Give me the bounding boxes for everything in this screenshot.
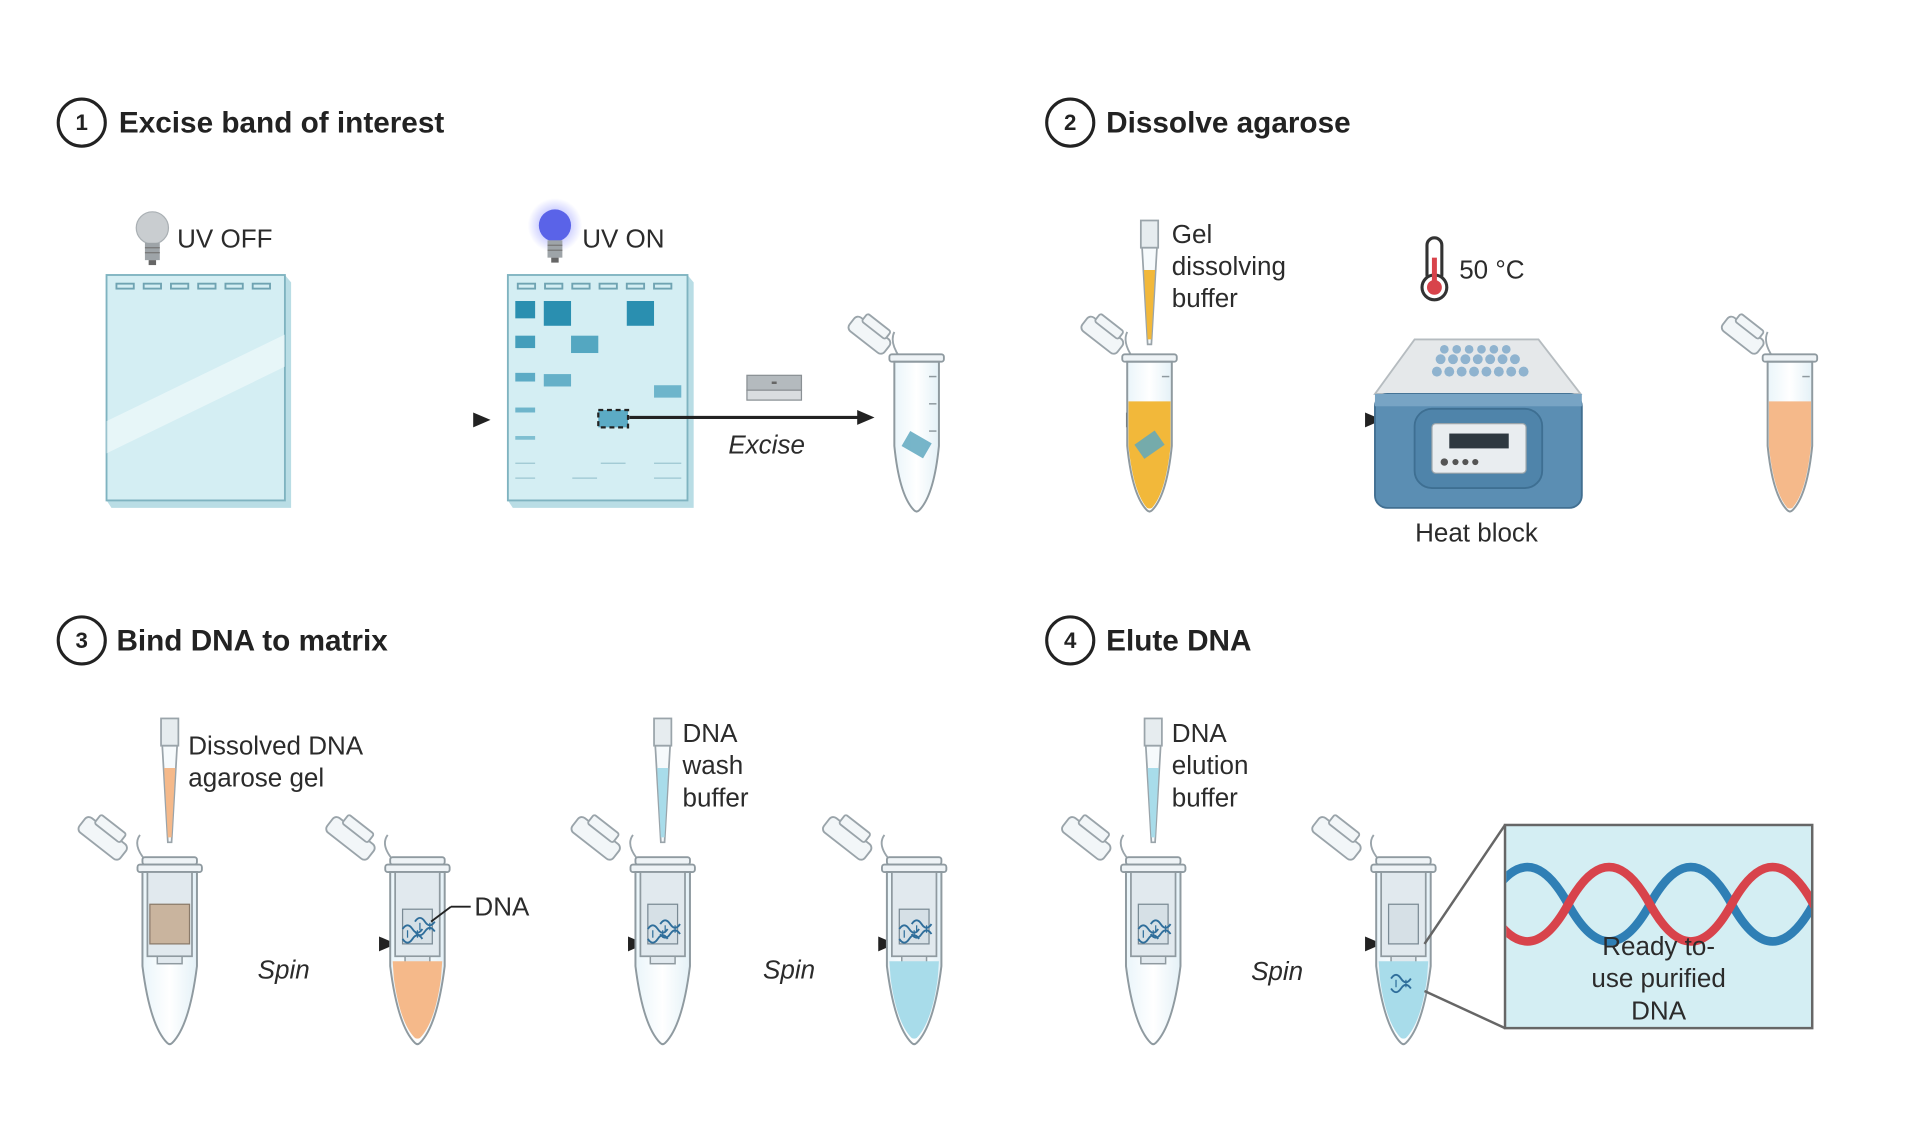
pipette-icon [1143,717,1163,844]
ready-label-line-3: DNA [1631,995,1687,1025]
elution-label-line-2: elution [1172,750,1249,780]
uv-on-label: UV ON [582,224,664,254]
excise-arrow [629,410,875,425]
zoom-callout: Ready to- use purified DNA [1423,823,1814,1030]
spin-column-icon [568,807,696,1046]
step-number: 3 [76,628,88,653]
spin-label: Spin [1251,956,1303,986]
excise-label: Excise [728,429,805,459]
light-bulb-off-icon [135,211,170,266]
step-number-badge [56,97,107,148]
step-number: 2 [1064,110,1076,135]
spin-column-icon [1059,807,1187,1046]
dissolved-label-line-2: agarose gel [188,763,324,793]
gel-uv-off [105,274,292,508]
arrow [710,934,898,953]
step-2-header: 2 Dissolve agarose [1045,97,1351,148]
elution-label-line-3: buffer [1172,782,1238,812]
ready-label-line-1: Ready to- [1602,931,1715,961]
arrow [211,934,398,953]
step-1-header: 1 Excise band of interest [56,97,444,148]
dna-label: DNA [474,891,530,921]
light-bulb-on-icon [527,198,583,263]
gel-uv-on [506,274,694,508]
heat-block-label: Heat block [1415,517,1539,547]
spin-column-icon [75,807,203,1046]
dna-helix-icon [1506,862,1811,946]
step-4-header: 4 Elute DNA [1045,615,1251,666]
spin-label: Spin [763,955,815,985]
ready-label-line-2: use purified [1591,963,1725,993]
step-number: 4 [1064,628,1077,653]
arrow [1605,410,1792,429]
heat-block-icon [1373,338,1583,509]
arrow [958,410,1145,429]
wash-label-line-1: DNA [683,718,739,748]
gel-buffer-label-line-3: buffer [1172,283,1238,313]
arrow [305,410,493,429]
dna-leader-line [430,905,452,923]
step-title: Excise band of interest [119,107,444,140]
razor-blade-icon [746,374,803,401]
arrow [1197,934,1384,953]
arrow [958,934,1145,953]
arrow [460,934,647,953]
step-title: Bind DNA to matrix [116,624,388,657]
elution-label-line-1: DNA [1172,718,1228,748]
step-number-badge [1045,97,1096,148]
pipette-icon [653,717,673,844]
step-number-badge [1045,615,1096,666]
step-title: Dissolve agarose [1106,107,1350,140]
uv-off-label: UV OFF [177,224,272,254]
gel-buffer-label-line-2: dissolving [1172,251,1286,281]
wash-label-line-3: buffer [683,782,749,812]
wash-label-line-2: wash [682,750,744,780]
step-title: Elute DNA [1106,624,1251,657]
thermometer-icon [1420,236,1449,302]
spin-column-icon [1309,807,1437,1046]
spin-label: Spin [258,955,310,985]
gel-buffer-label-line-1: Gel [1172,219,1212,249]
spin-column-icon [819,807,948,1046]
dissolved-label-line-1: Dissolved DNA [188,730,363,760]
tube-with-gel-slice [845,307,945,513]
tube-with-dissolved-gel [1718,307,1819,513]
temperature-label: 50 °C [1459,255,1524,285]
spin-column-icon [323,807,451,1046]
pipette-icon [1139,219,1160,346]
step-number: 1 [76,110,88,135]
step-number-badge [56,615,107,666]
arrow [1197,410,1384,429]
pipette-icon [160,717,180,844]
step-3-header: 3 Bind DNA to matrix [56,615,388,666]
tube-with-buffer [1078,307,1178,513]
